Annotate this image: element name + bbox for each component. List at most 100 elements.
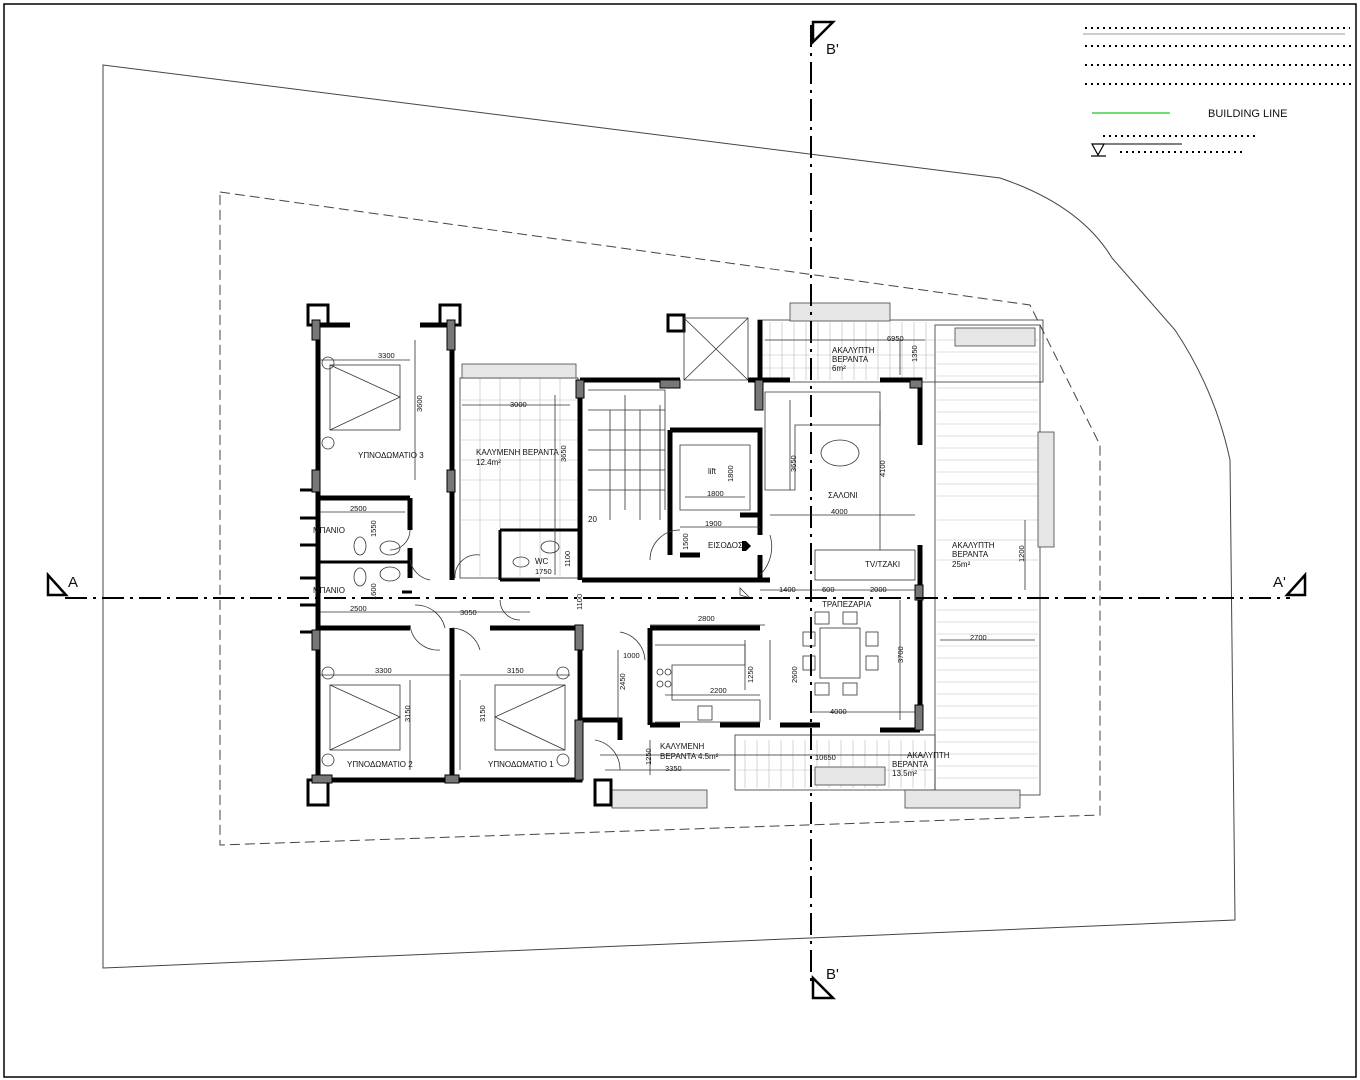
room-label: 20 xyxy=(588,515,597,524)
bed xyxy=(494,684,566,751)
dimension: 3150 xyxy=(507,666,524,675)
dimension: 4000 xyxy=(830,707,847,716)
dimension: 2700 xyxy=(970,633,987,642)
room-label: ΑΚΑΛΥΠΤΗ xyxy=(907,751,950,760)
section-b-top-label: B' xyxy=(826,41,839,58)
drawing-frame xyxy=(3,3,1357,1078)
bed xyxy=(329,364,401,431)
dimension: 1600 xyxy=(369,583,378,600)
dimension: 3300 xyxy=(375,666,392,675)
room-label: ΚΑΛΥΜΕΝΗ xyxy=(660,742,705,751)
dimension: 3300 xyxy=(378,351,395,360)
room-label: ΒΕΡΑΝΤΑ xyxy=(832,355,869,364)
room-label: ΣΑΛΟΝΙ xyxy=(828,491,858,500)
plot-boundary xyxy=(102,64,1236,969)
dimension: 4100 xyxy=(878,460,887,477)
room-label: ΥΠΝΟΔΩΜΑΤΙΟ 2 xyxy=(347,760,413,769)
dimension: 3700 xyxy=(896,646,905,663)
section-marker-a-prime-icon xyxy=(1284,571,1307,597)
coffee-table xyxy=(820,439,860,467)
planter xyxy=(789,302,891,322)
fixtures xyxy=(321,317,916,767)
room-label: ΜΠΑΝΙΟ xyxy=(313,586,345,595)
dimension: 3150 xyxy=(403,705,412,722)
dimension: 1500 xyxy=(681,533,690,550)
dimension: 3350 xyxy=(665,764,682,773)
veranda-tiles xyxy=(459,319,1044,796)
dimension: 10650 xyxy=(815,753,836,762)
room-label: 25m² xyxy=(952,560,971,569)
dimension: 1400 xyxy=(779,585,796,594)
section-a-label: A xyxy=(68,574,78,591)
dimension: 6950 xyxy=(887,334,904,343)
planter xyxy=(904,789,1021,809)
dimension: 1250 xyxy=(644,748,653,765)
section-a-prime-label: A' xyxy=(1273,574,1286,591)
stairs xyxy=(588,389,666,520)
room-label: 12.4m² xyxy=(476,458,501,467)
planters xyxy=(461,302,1055,809)
dimension: 2200 xyxy=(710,686,727,695)
dimension: 3000 xyxy=(510,400,527,409)
section-b-bottom-label: B' xyxy=(826,966,839,983)
section-marker-b-top-icon xyxy=(811,20,837,46)
planter xyxy=(1037,431,1055,548)
dimension: 2500 xyxy=(350,504,367,513)
room-labels: ΥΠΝΟΔΩΜΑΤΙΟ 3 ΥΠΝΟΔΩΜΑΤΙΟ 2 ΥΠΝΟΔΩΜΑΤΙΟ … xyxy=(313,346,995,778)
dimension: 1750 xyxy=(535,567,552,576)
room-label: ΑΚΑΛΥΠΤΗ xyxy=(952,541,995,550)
dimension: 2500 xyxy=(350,604,367,613)
room-label: ΒΕΡΑΝΤΑ 4.5m² xyxy=(660,752,719,761)
dimension: 2800 xyxy=(698,614,715,623)
planter xyxy=(461,363,577,379)
sofa xyxy=(764,391,881,491)
room-label: TV/TZAKI xyxy=(865,560,900,569)
room-label: ΕΙΣΟΔΟΣ xyxy=(708,541,743,550)
planter xyxy=(611,789,708,809)
dimension: 1000 xyxy=(623,651,640,660)
dimension: 1100 xyxy=(575,594,584,610)
dimension: 1550 xyxy=(369,520,378,537)
dimension: 3050 xyxy=(460,608,477,617)
dimension: 3650 xyxy=(789,455,798,472)
dimension: 4000 xyxy=(831,507,848,516)
planter xyxy=(954,327,1036,347)
dimension: 1800 xyxy=(726,465,735,482)
dimension: 3600 xyxy=(415,395,424,412)
dimension: 1200 xyxy=(1017,545,1026,562)
tv-unit xyxy=(814,549,916,581)
level-marker-icon xyxy=(1090,143,1106,157)
building-line-label: BUILDING LINE xyxy=(1208,108,1287,120)
dimension: 600 xyxy=(822,585,835,594)
dimension: 3150 xyxy=(478,705,487,722)
planter xyxy=(814,766,886,786)
room-label: ΑΚΑΛΥΠΤΗ xyxy=(832,346,875,355)
walls xyxy=(300,303,924,807)
room-label: ΥΠΝΟΔΩΜΑΤΙΟ 3 xyxy=(358,451,424,460)
dimension: 2600 xyxy=(790,666,799,683)
room-label: ΒΕΡΑΝΤΑ xyxy=(892,760,929,769)
dimension: 1250 xyxy=(746,666,755,683)
room-label: 13.5m² xyxy=(892,769,917,778)
room-label: ΤΡΑΠΕΖΑΡΙΑ xyxy=(822,600,872,609)
dimension: 2000 xyxy=(870,585,887,594)
building-line xyxy=(219,191,1101,846)
room-label: lift xyxy=(708,467,717,476)
room-label: ΥΠΝΟΔΩΜΑΤΙΟ 1 xyxy=(488,760,554,769)
room-label: ΒΕΡΑΝΤΑ xyxy=(952,550,989,559)
legend: BUILDING LINE xyxy=(1083,27,1355,157)
dimensions: 3300 3600 3000 3650 2500 1550 1600 2500 … xyxy=(350,334,1026,773)
dimension: 1800 xyxy=(707,489,724,498)
bed xyxy=(329,684,401,751)
dining-table xyxy=(819,627,861,679)
dimension: 3650 xyxy=(559,445,568,462)
section-marker-a-icon xyxy=(46,571,69,597)
door-swings xyxy=(389,529,773,771)
room-label: ΜΠΑΝΙΟ xyxy=(313,526,345,535)
dimension: 1900 xyxy=(705,519,722,528)
section-marker-b-bottom-icon xyxy=(811,974,837,1000)
room-label: WC xyxy=(535,557,549,566)
dimension: 1100 xyxy=(563,551,572,567)
dimension: 1350 xyxy=(910,345,919,362)
